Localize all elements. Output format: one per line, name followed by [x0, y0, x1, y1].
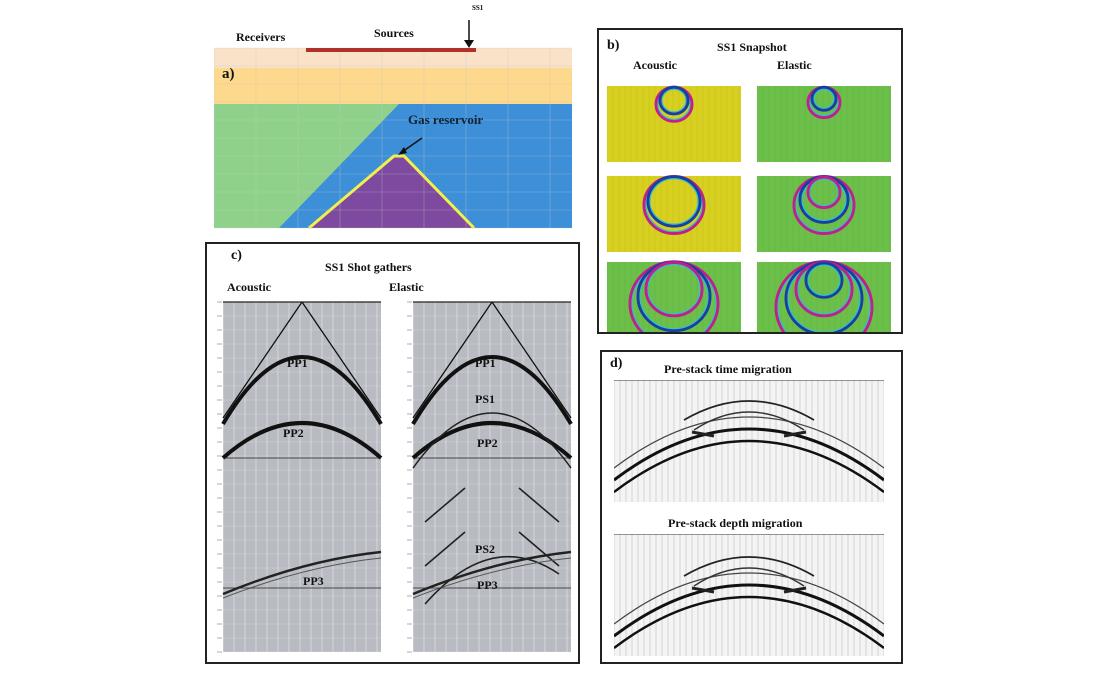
layer-top [214, 48, 572, 68]
reservoir-label: Gas reservoir [408, 112, 484, 127]
migrated-reflector-main [614, 427, 884, 482]
wavefront-inner [809, 178, 839, 207]
reservoir-arrow [401, 137, 423, 153]
event-pp3-tail [412, 557, 572, 599]
event-pp3 [222, 550, 382, 596]
panel-d-migrations: d) Pre-stack time migration Pre-stack de… [600, 350, 903, 664]
migrated-reflector-lower [614, 439, 884, 493]
snapshot-col-acoustic: Acoustic [633, 58, 677, 72]
panel-b-snapshots: b) SS1 Snapshot Acoustic Elastic [597, 28, 903, 334]
gather-background [223, 302, 381, 652]
time-migration-title: Pre-stack time migration [664, 362, 792, 376]
receivers-label: Receivers [236, 30, 286, 44]
panel-a-label: a) [222, 66, 235, 82]
event-label-ps2-elastic: PS2 [475, 542, 496, 556]
velocity-model [213, 20, 572, 230]
panel-d-label: d) [610, 356, 623, 371]
event-pp1 [221, 355, 383, 426]
event-label-pp3-elastic: PP3 [477, 578, 498, 592]
reservoir-top-image-2 [693, 411, 805, 431]
event-pp3 [412, 550, 572, 596]
direct-wave [412, 301, 572, 419]
snapshot-cell [607, 86, 741, 162]
sources-label: Sources [374, 26, 414, 40]
wavefront-inner [647, 264, 701, 315]
reservoir-top-image [683, 400, 815, 421]
snapshot-cell [757, 176, 891, 252]
event-label-pp2-elastic: PP2 [477, 436, 498, 450]
event-label-pp1-elastic: PP1 [475, 356, 496, 370]
wavefront [646, 175, 702, 228]
panel-c-label: c) [231, 248, 242, 263]
gather-elastic [407, 301, 573, 653]
wavefront [644, 261, 704, 318]
event-label-pp2-acoustic: PP2 [283, 426, 304, 440]
reservoir-top-image [683, 556, 815, 577]
shot-label: SS1 [472, 4, 484, 12]
depth-migration-title: Pre-stack depth migration [668, 516, 803, 530]
panel-c-title: SS1 Shot gathers [325, 260, 412, 274]
time-migration-image [614, 380, 884, 502]
reservoir-arrow-head [398, 147, 407, 155]
gather-background [413, 302, 571, 652]
panel-a-model: Receivers Sources SS1 a) Gas reservoir [213, 4, 586, 230]
event-pp2 [221, 421, 383, 460]
layer-yellow [214, 68, 572, 104]
flat-spot [691, 430, 807, 438]
migration-background [614, 534, 884, 656]
reservoir-top-image-2 [693, 567, 805, 587]
direct-wave [222, 301, 382, 419]
flat-spot [691, 586, 807, 594]
migrated-reflector-upper [614, 416, 884, 469]
snapshot-cell [757, 86, 891, 162]
snapshot-cell [607, 176, 741, 252]
snapshot-col-elastic: Elastic [777, 58, 812, 72]
migrated-reflector-main [614, 583, 884, 638]
event-ps1 [412, 412, 572, 469]
panel-c-shot-gathers: c) SS1 Shot gathers Acoustic Elastic PP1… [205, 242, 580, 664]
shot-arrow-head [464, 40, 474, 48]
snapshot-grid [606, 85, 891, 332]
event-label-pp1-acoustic: PP1 [287, 356, 308, 370]
gather-col-acoustic: Acoustic [227, 280, 271, 294]
event-ps-branch [424, 487, 560, 523]
event-label-ps1-elastic: PS1 [475, 392, 496, 406]
depth-migration-image [614, 534, 884, 656]
event-pp3-tail [222, 557, 382, 599]
migrated-reflector-upper [614, 572, 884, 625]
event-pp1 [411, 355, 573, 426]
wavefront [804, 261, 844, 299]
wavefront [810, 85, 838, 112]
gather-col-elastic: Elastic [389, 280, 424, 294]
wavefront [658, 85, 690, 116]
migrated-reflector-lower [614, 595, 884, 649]
wavefront-inner [661, 88, 687, 113]
event-pp2 [411, 421, 573, 460]
wavefront [806, 175, 842, 210]
wavefront-inner [813, 88, 835, 109]
gather-acoustic [217, 301, 383, 653]
panel-b-title: SS1 Snapshot [717, 40, 787, 54]
wavefront-inner [649, 178, 699, 225]
event-label-pp3-acoustic: PP3 [303, 574, 324, 588]
wavefront-inner [807, 264, 841, 296]
panel-b-label: b) [607, 38, 620, 53]
